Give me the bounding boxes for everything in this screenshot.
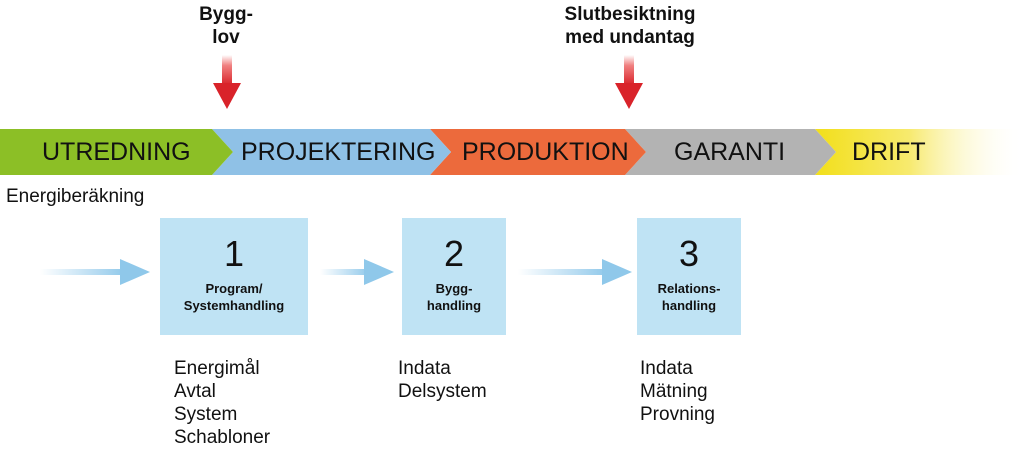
milestone-slutbesiktning-arrow <box>615 55 643 109</box>
step-box-2: 2 Bygg- handling <box>402 218 506 335</box>
step-box-3: 3 Relations- handling <box>637 218 741 335</box>
step-name: Program/ Systemhandling <box>183 281 285 313</box>
phase-projektering-shape <box>212 129 451 175</box>
step-number: 3 <box>678 233 700 274</box>
list-item: Indata <box>398 358 451 379</box>
flow-arrow-2 <box>320 259 394 285</box>
phase-produktion-label: PRODUKTION <box>462 138 629 166</box>
phase-projektering-label: PROJEKTERING <box>241 138 436 166</box>
flow-arrow-1 <box>40 259 150 285</box>
list-item: Provning <box>640 404 715 425</box>
list-item: Schabloner <box>174 427 271 448</box>
phase-garanti-label: GARANTI <box>674 138 786 166</box>
step-name: Bygg- handling <box>426 281 482 313</box>
list-item: Energimål <box>174 358 260 379</box>
step-box-1: 1 Program/ Systemhandling <box>160 218 308 335</box>
list-item: Avtal <box>174 381 216 402</box>
step-name: Relations- handling <box>657 281 721 313</box>
milestone-bygglov-label: Bygg- lov <box>199 4 253 48</box>
section-title-energiberakning: Energiberäkning <box>6 186 145 207</box>
phase-utredning-shape <box>0 129 233 175</box>
list-item: Indata <box>640 358 693 379</box>
milestone-slutbesiktning-label: Slutbesiktning med undantag <box>564 4 696 48</box>
list-item: System <box>174 404 238 425</box>
phase-produktion-shape <box>430 129 646 175</box>
step-number: 1 <box>223 233 245 274</box>
flow-arrow-3 <box>518 259 632 285</box>
list-item: Delsystem <box>398 381 487 402</box>
phase-utredning-label: UTREDNING <box>42 138 191 166</box>
phase-drift-shape <box>815 129 1024 175</box>
phase-drift-label: DRIFT <box>852 138 926 166</box>
phase-garanti-shape <box>625 129 836 175</box>
milestone-bygglov-arrow <box>213 55 241 109</box>
step-number: 2 <box>443 233 465 274</box>
step-2-items: Indata Delsystem <box>398 357 487 403</box>
step-1-items: Energimål Avtal System Schabloner <box>174 357 270 449</box>
step-3-items: Indata Mätning Provning <box>640 357 715 426</box>
list-item: Mätning <box>640 381 708 402</box>
